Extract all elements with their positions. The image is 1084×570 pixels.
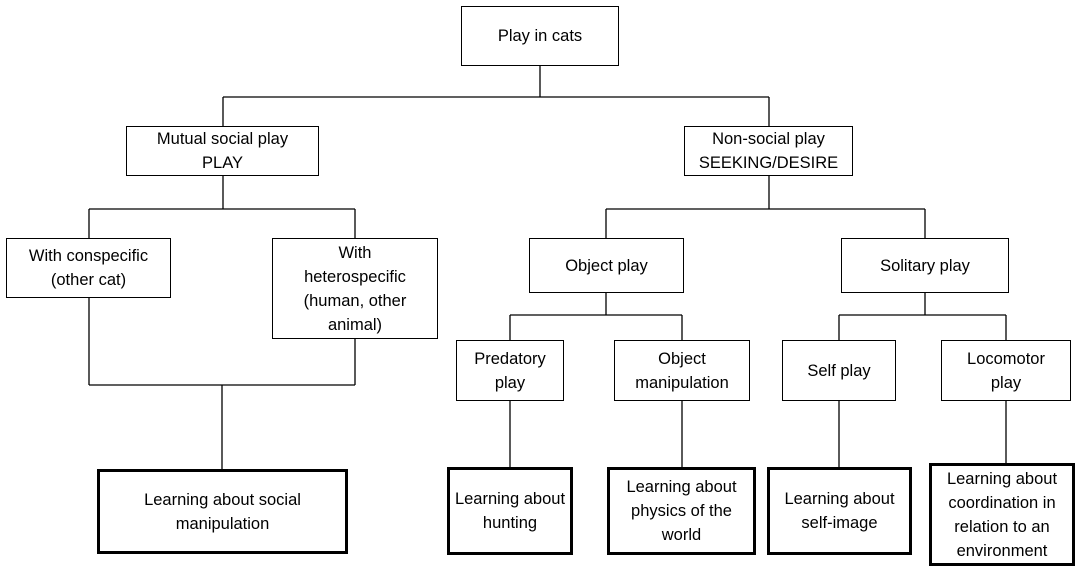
root-connector [222, 66, 770, 126]
node-self-play: Self play [782, 340, 896, 401]
node-object-play: Object play [529, 238, 684, 293]
object-play-connector [509, 293, 683, 340]
outcome-self-image: Learning about self-image [767, 467, 912, 555]
social-connector [88, 176, 356, 238]
node-with-heterospecific: With heterospecific (human, other animal… [272, 238, 438, 339]
outcome-coordination: Learning about coordination in relation … [929, 463, 1075, 566]
node-locomotor-play: Locomotor play [941, 340, 1071, 401]
node-with-conspecific: With conspecific (other cat) [6, 238, 171, 298]
outcome-physics-of-world: Learning about physics of the world [607, 467, 756, 555]
node-play-in-cats: Play in cats [461, 6, 619, 66]
node-predatory-play: Predatory play [456, 340, 564, 401]
node-object-manipulation: Object manipulation [614, 340, 750, 401]
social-merge-connector [88, 298, 356, 469]
node-solitary-play: Solitary play [841, 238, 1009, 293]
nonsocial-connector [605, 176, 926, 238]
node-mutual-social-play: Mutual social play PLAY [126, 126, 319, 176]
outcome-hunting: Learning about hunting [447, 467, 573, 555]
solitary-play-connector [838, 293, 1007, 340]
outcome-social-manipulation: Learning about social manipulation [97, 469, 348, 554]
node-non-social-play: Non-social play SEEKING/DESIRE [684, 126, 853, 176]
